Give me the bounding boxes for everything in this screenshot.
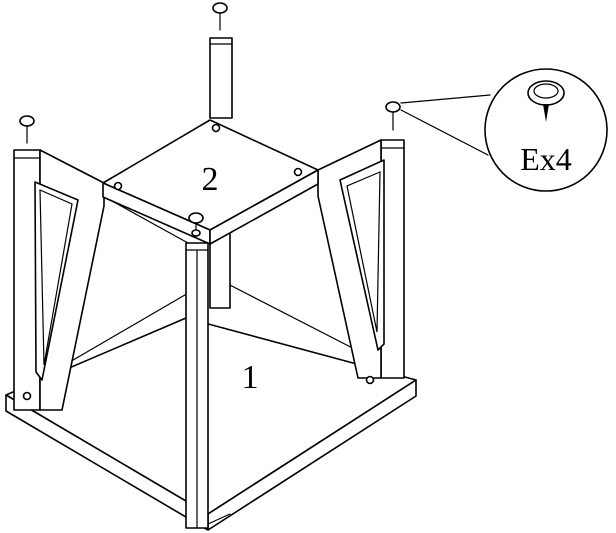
screw-front-leg (188, 212, 204, 239)
screw-callout: Ex4 (400, 68, 608, 192)
screw-icon (527, 80, 565, 122)
front-leg (185, 242, 209, 529)
screw-right-leg (385, 101, 401, 131)
part-label-base-assembly: 1 (242, 359, 259, 396)
screw-top-center (212, 2, 228, 31)
screw-left-leg (19, 115, 35, 144)
base-plate (5, 317, 417, 531)
left-leg (13, 149, 105, 411)
top-plate (102, 119, 319, 245)
callout-quantity-label: Ex4 (520, 141, 572, 177)
part-label-top-plate: 2 (202, 161, 219, 198)
right-leg (317, 139, 405, 385)
